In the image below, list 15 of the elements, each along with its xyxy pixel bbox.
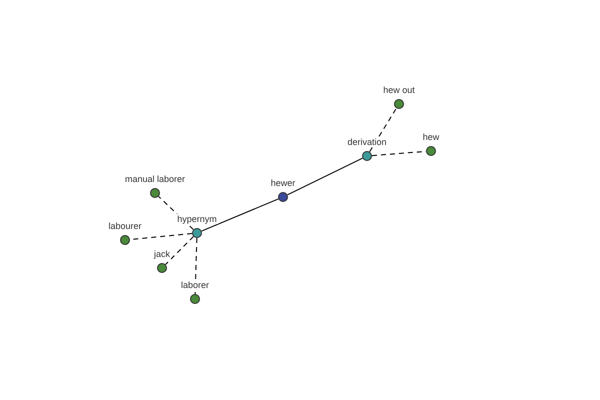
dashed-line: [369, 108, 397, 152]
node-label: hypernym: [176, 214, 218, 224]
node-label: hew out: [382, 85, 416, 95]
node-label: derivation: [346, 137, 388, 147]
dashed-line: [194, 238, 198, 294]
node-label: labourer: [107, 221, 143, 231]
node-label: hewer: [270, 178, 296, 188]
dashed-line: [158, 196, 194, 230]
dashed-line: [165, 236, 194, 265]
node-label: laborer: [180, 280, 210, 290]
connector-line: [201, 198, 279, 232]
connector-line: [287, 158, 363, 196]
node-label: hew: [422, 132, 440, 142]
node-label: manual laborer: [124, 174, 186, 184]
node-label: jack: [153, 249, 171, 259]
